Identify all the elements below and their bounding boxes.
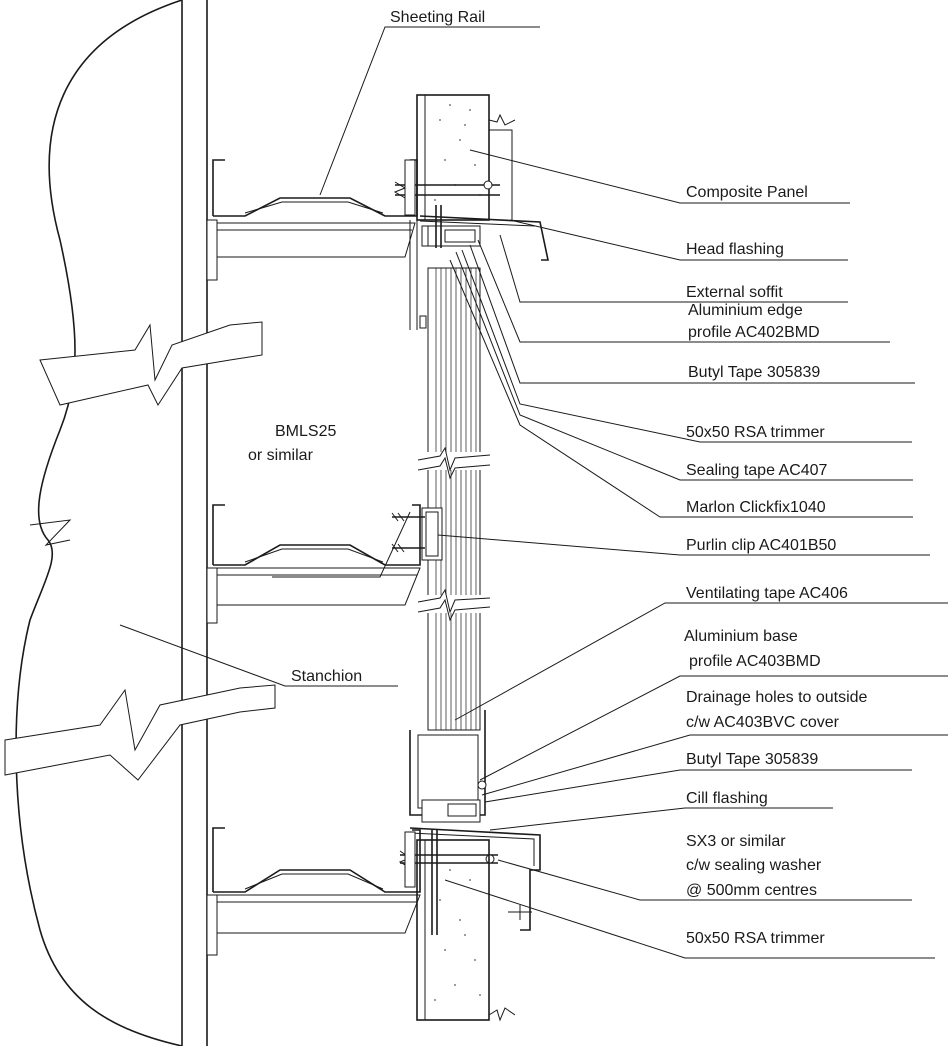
purlin-clip	[391, 507, 443, 561]
label-drainage-1: Drainage holes to outside	[686, 689, 868, 706]
sheeting-rail-bottom	[206, 827, 421, 956]
cill-flashing	[409, 827, 541, 931]
label-butyl-tape-bottom: Butyl Tape 305839	[686, 751, 818, 768]
labels: Sheeting Rail Composite Panel Head flash…	[248, 9, 868, 947]
label-rsa-trimmer-top: 50x50 RSA trimmer	[686, 424, 825, 441]
label-sx3-1: SX3 or similar	[686, 833, 786, 850]
composite-panel-bottom	[416, 839, 516, 1022]
sheeting-rail-middle	[206, 504, 421, 624]
label-aluminium-base-2: profile AC403BMD	[689, 653, 821, 670]
leader-lines	[119, 26, 948, 959]
label-bmls-1: BMLS25	[275, 423, 336, 440]
label-sheeting-rail: Sheeting Rail	[390, 9, 485, 26]
label-rsa-trimmer-bottom: 50x50 RSA trimmer	[686, 930, 825, 947]
label-drainage-2: c/w AC403BVC cover	[686, 714, 840, 731]
label-aluminium-edge-1: Aluminium edge	[688, 302, 803, 319]
top-fixings	[393, 159, 500, 216]
label-stanchion: Stanchion	[291, 668, 362, 685]
label-head-flashing: Head flashing	[686, 241, 784, 258]
label-purlin-clip: Purlin clip AC401B50	[686, 537, 836, 554]
label-sx3-2: c/w sealing washer	[686, 857, 822, 874]
label-marlon: Marlon Clickfix1040	[686, 499, 826, 516]
label-aluminium-edge-2: profile AC402BMD	[688, 324, 820, 341]
sheeting-rail-top	[206, 159, 418, 281]
composite-panel-top	[416, 94, 516, 221]
stanchion	[4, 0, 276, 1046]
label-external-soffit: External soffit	[686, 284, 783, 301]
label-sx3-3: @ 500mm centres	[686, 882, 817, 899]
label-ventilating-tape: Ventilating tape AC406	[686, 585, 848, 602]
aluminium-base-profile	[409, 710, 487, 823]
label-bmls-2: or similar	[248, 447, 314, 464]
label-cill-flashing: Cill flashing	[686, 790, 768, 807]
label-butyl-tape-top: Butyl Tape 305839	[688, 364, 820, 381]
head-flashing	[419, 205, 549, 261]
label-composite-panel: Composite Panel	[686, 184, 808, 201]
label-sealing-tape: Sealing tape AC407	[686, 462, 828, 479]
marlon-panel	[409, 220, 491, 731]
label-aluminium-base-1: Aluminium base	[684, 628, 798, 645]
bottom-fixings	[398, 830, 498, 935]
